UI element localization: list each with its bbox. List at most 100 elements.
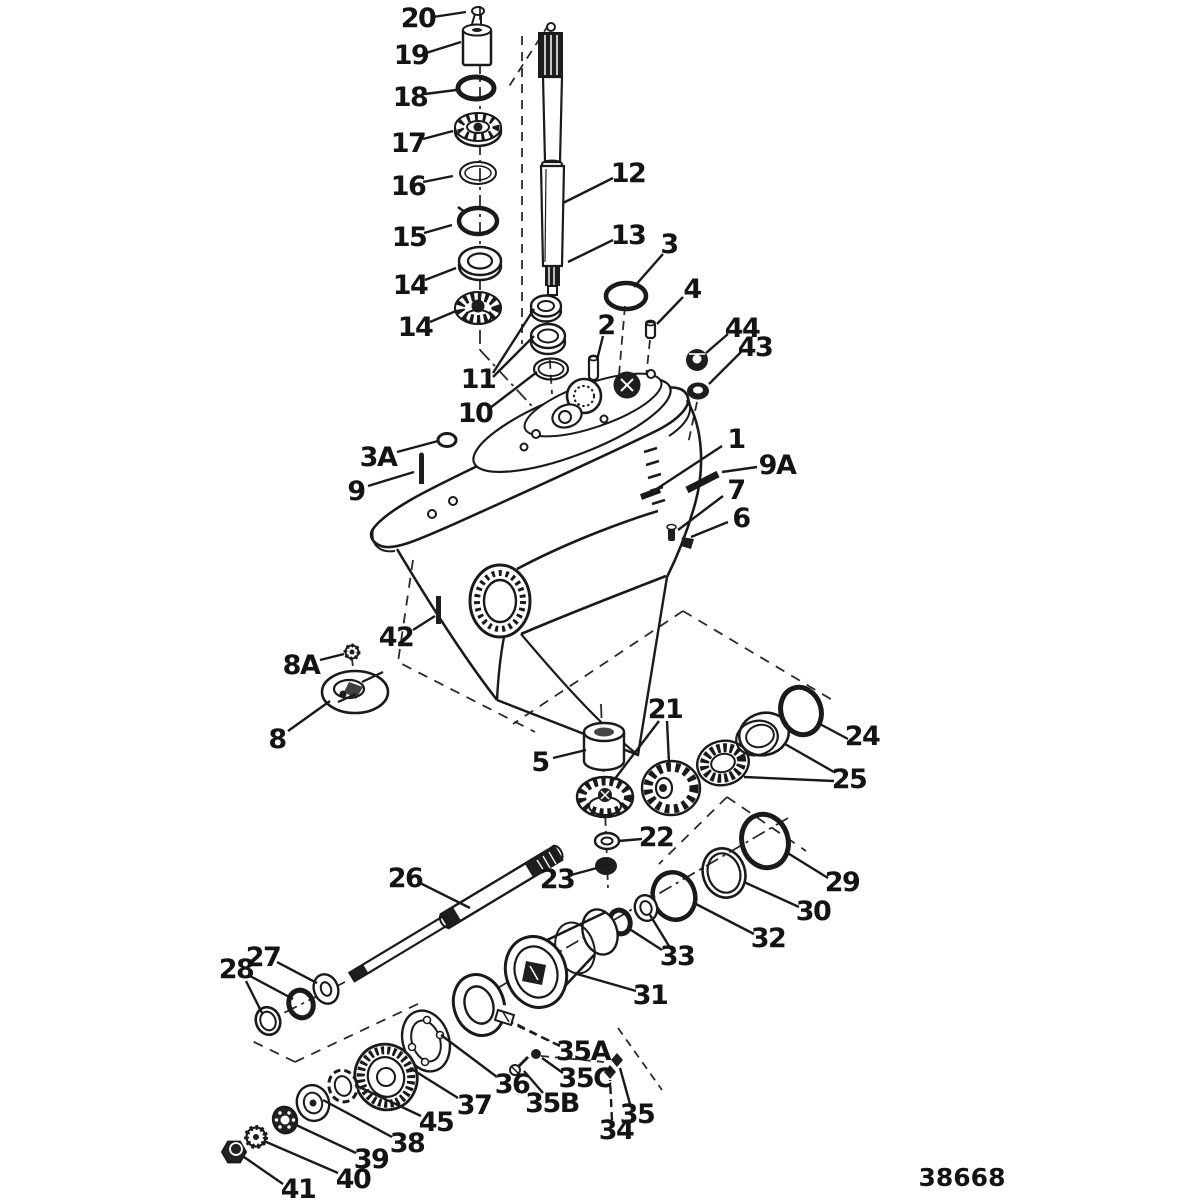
propeller-nut-41 [220,1140,248,1164]
callout-leader-10 [489,371,538,409]
callout-44: 44 [725,313,760,344]
figure-number: 38668 [919,1163,1006,1192]
callout-9: 9 [347,476,365,507]
plug-4 [644,319,657,340]
bearing-cup-25 [735,711,791,757]
washer-22 [593,831,621,851]
tapered-roller-bearing-25 [696,739,750,787]
callout-33: 33 [660,941,695,972]
callout-leader-23 [570,866,598,877]
bearing-14 [457,245,503,282]
callout-leader-38 [322,1098,393,1139]
callout-leader-28 [249,974,294,1001]
callout-leader-32 [693,901,755,936]
callout-42: 42 [379,622,414,653]
stud-42 [436,596,441,624]
callout-leader-14 [424,266,457,282]
callout-leader-3 [633,253,664,288]
callout-leader-44 [705,333,729,354]
callout-leader-45 [354,1083,422,1118]
callout-leader-33 [627,926,663,952]
callout-39: 39 [354,1144,389,1175]
sleeve-19 [461,23,493,67]
callout-20: 20 [401,3,436,34]
callout-leader-22 [617,837,643,843]
callout-15: 15 [392,222,427,253]
screw-35b [509,1055,530,1076]
bearing-44 [686,349,708,371]
callout-leader-1 [651,444,723,494]
nut-8a [343,643,361,661]
callout-leader-4 [656,296,684,325]
callout-leader-16 [422,174,454,184]
bushing-5 [582,721,626,772]
callout-13: 13 [611,220,646,251]
callout-leader-31 [576,972,637,993]
callout-leader-11 [491,308,536,374]
callout-28: 28 [219,954,254,985]
callout-8: 8 [268,724,286,755]
o-ring-3 [603,280,649,312]
callout-leader-33 [648,914,671,947]
callout-leader-11 [492,335,535,378]
callout-leader-21 [665,720,671,764]
callout-17: 17 [391,128,426,159]
callout-5: 5 [531,747,548,778]
callout-leader-28 [244,980,264,1014]
forward-gear-21 [575,775,635,819]
callout-25: 25 [832,764,867,795]
gasket-16 [459,161,497,185]
screw-7 [666,523,677,541]
callout-22: 22 [639,822,674,853]
pinion-gear-21 [640,759,702,817]
callout-leader-35C [541,1057,564,1074]
callout-4: 4 [683,274,701,305]
o-ring-24 [778,684,824,738]
callout-38: 38 [390,1128,425,1159]
callout-leader-27 [276,960,318,985]
callout-leader-14 [429,309,457,324]
callout-leader-35A [511,1021,561,1048]
callout-leader-25 [784,742,835,774]
callout-3: 3 [660,229,677,260]
callout-45: 45 [419,1107,454,1138]
callout-43: 43 [738,332,773,363]
callout-leader-18 [424,88,457,96]
tab-washer-36 [400,1009,452,1073]
callout-leader-13 [567,238,614,264]
anode-plate-8 [320,669,390,715]
callout-leader-35 [618,1067,632,1105]
plug-35c [531,1049,541,1059]
callout-30: 30 [796,896,831,927]
callout-leader-39 [293,1122,357,1155]
callout-3A: 3A [360,442,398,473]
callout-leader-41 [243,1156,284,1185]
callout-leader-25 [743,775,835,783]
callout-leader-43 [708,351,742,385]
callout-16: 16 [391,171,426,202]
splined-washer-45 [327,1068,359,1104]
anchor-6 [681,537,694,549]
callout-leader-30 [743,880,800,909]
callout-leader-19 [425,40,462,55]
callout-14: 14 [398,312,433,343]
callout-14: 14 [393,270,428,301]
dowel-pin-2 [587,354,600,382]
callout-leader-40 [263,1139,339,1175]
pinion-gear-14 [454,291,502,325]
callout-leader-42 [412,614,436,632]
callout-leader-6 [690,520,729,539]
callout-leader-15 [423,223,453,235]
washer-33 [633,893,659,923]
callout-35B: 35B [525,1088,579,1119]
callout-leader-2 [595,335,605,361]
bearing-carrier-31 [503,908,619,1009]
callout-leader-24 [817,721,849,741]
callout-26: 26 [388,863,423,894]
callout-leader-17 [422,129,454,141]
callout-27: 27 [246,942,281,973]
bearing-carrier-group [400,811,791,1079]
callout-leader-8 [287,700,331,732]
